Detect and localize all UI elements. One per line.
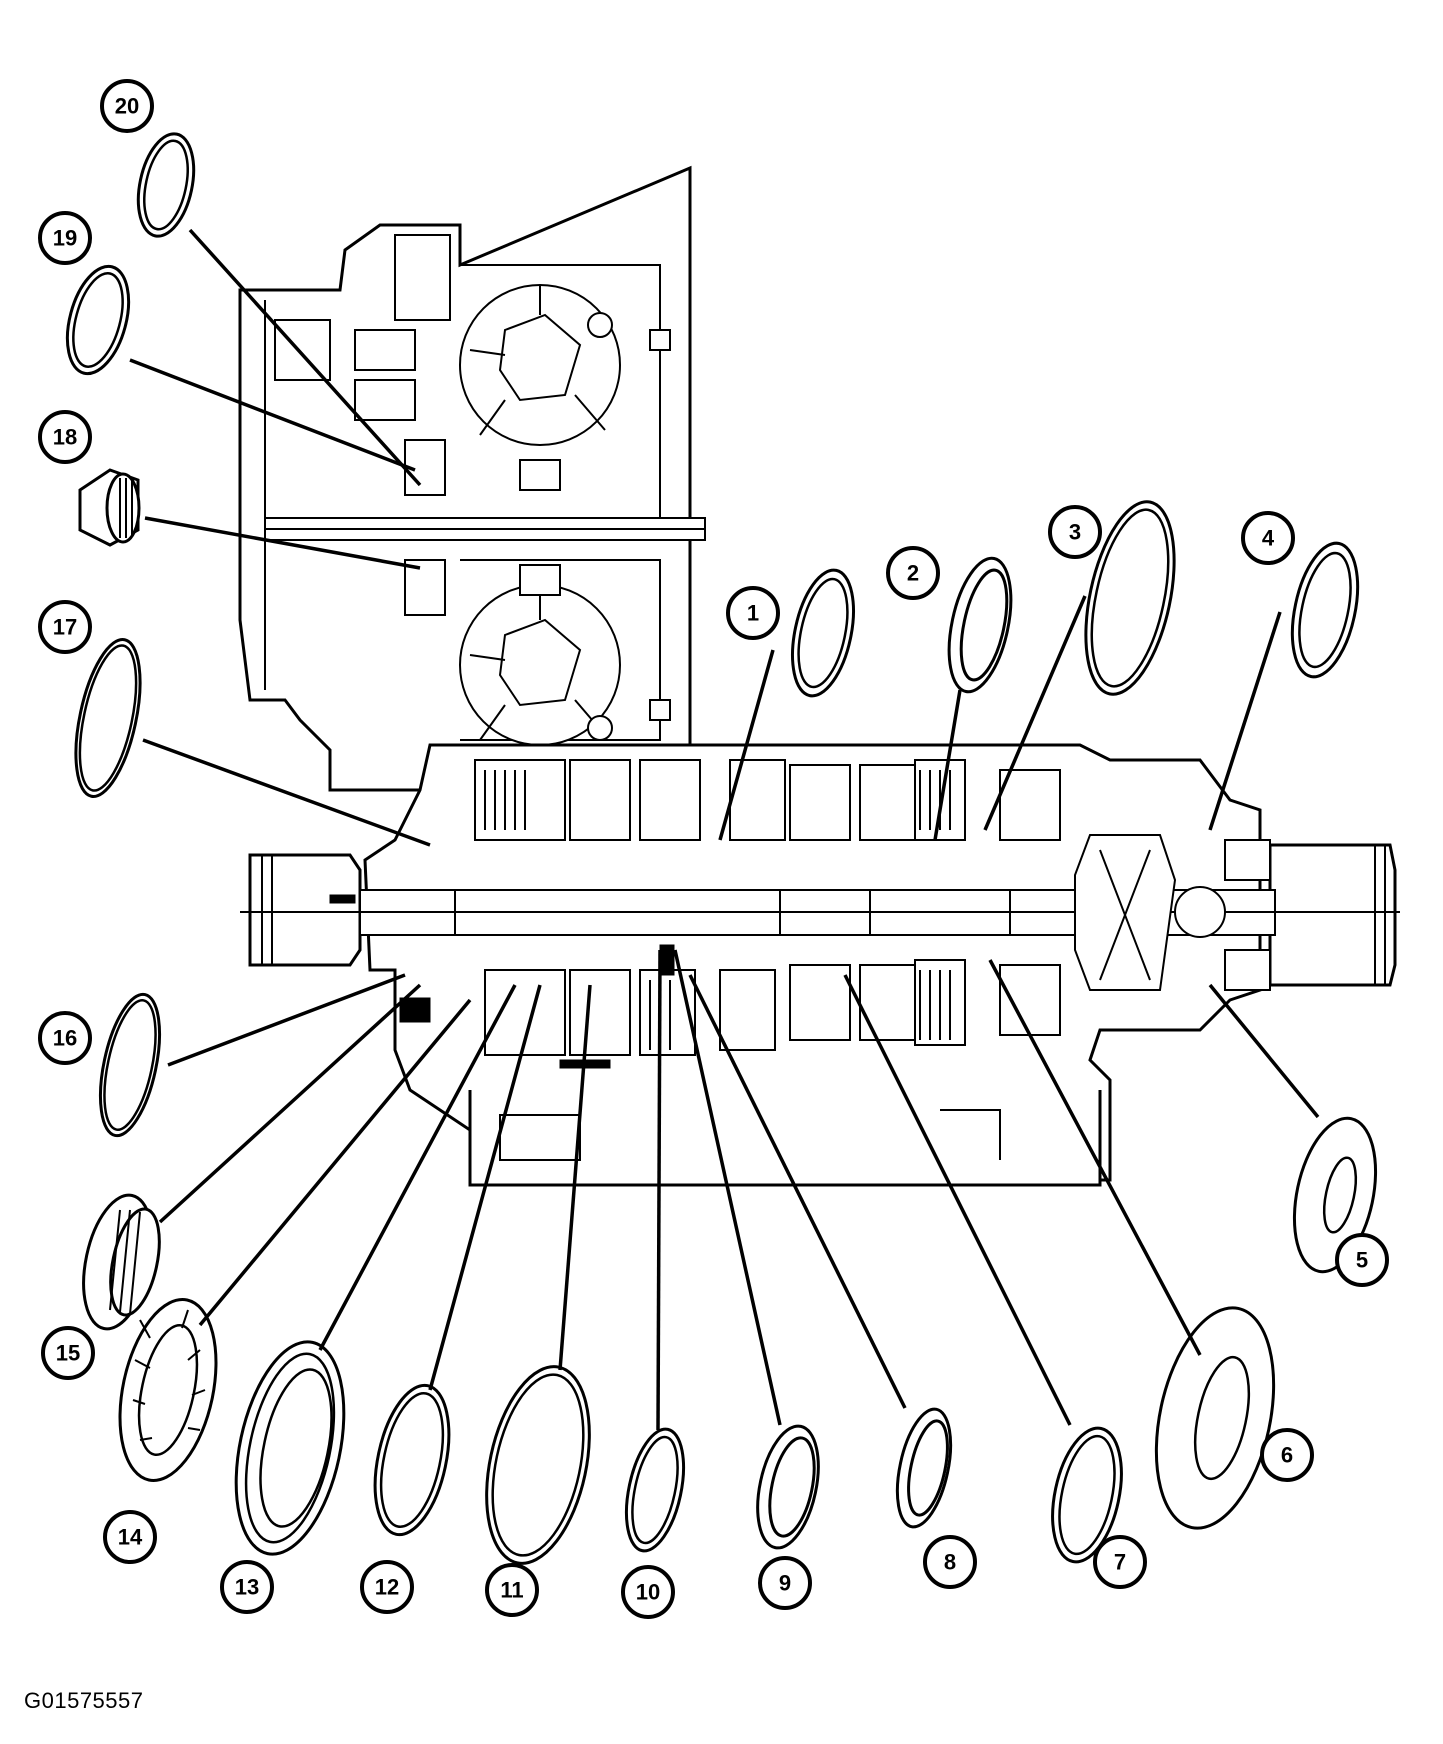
leader-8 bbox=[688, 974, 907, 1409]
callout-9: 9 bbox=[758, 1556, 812, 1610]
part-7-thrust-washer bbox=[1051, 1426, 1123, 1564]
svg-text:10: 10 bbox=[636, 1580, 660, 1605]
callout-1: 1 bbox=[726, 586, 780, 640]
callout-19: 19 bbox=[38, 211, 92, 265]
svg-text:8: 8 bbox=[944, 1550, 956, 1575]
part-15-needle-bearing bbox=[82, 1193, 161, 1331]
callout-3: 3 bbox=[1048, 505, 1102, 559]
svg-text:17: 17 bbox=[53, 615, 77, 640]
leader-4 bbox=[1208, 611, 1282, 831]
leader-17 bbox=[142, 738, 431, 847]
callout-15: 15 bbox=[41, 1326, 95, 1380]
svg-text:15: 15 bbox=[56, 1341, 80, 1366]
part-4-seal bbox=[1290, 541, 1360, 679]
svg-text:6: 6 bbox=[1281, 1443, 1293, 1468]
svg-text:5: 5 bbox=[1356, 1248, 1368, 1273]
part-20-thrust-washer bbox=[136, 132, 196, 238]
leader-13 bbox=[318, 984, 517, 1351]
leader-2 bbox=[933, 689, 962, 841]
svg-text:11: 11 bbox=[500, 1578, 523, 1603]
svg-text:1: 1 bbox=[747, 601, 759, 626]
svg-text:2: 2 bbox=[907, 561, 919, 586]
part-14-thrust-bearing bbox=[118, 1298, 218, 1482]
svg-text:16: 16 bbox=[53, 1026, 77, 1051]
leader-3 bbox=[983, 595, 1087, 831]
svg-text:13: 13 bbox=[235, 1575, 259, 1600]
part-12-thrust-washer bbox=[373, 1383, 451, 1537]
callout-13: 13 bbox=[220, 1560, 274, 1614]
callout-20: 20 bbox=[100, 79, 154, 133]
callout-7: 7 bbox=[1093, 1535, 1147, 1589]
exploded-parts bbox=[65, 132, 1378, 1565]
leader-14 bbox=[198, 998, 472, 1327]
part-1-thrust-washer bbox=[791, 568, 855, 698]
leader-6 bbox=[988, 959, 1202, 1356]
part-6-thrust-washer bbox=[1154, 1306, 1276, 1530]
leader-15 bbox=[158, 983, 422, 1224]
part-19-seal-ring bbox=[65, 264, 131, 376]
callout-12: 12 bbox=[360, 1560, 414, 1614]
leader-1 bbox=[718, 649, 775, 841]
svg-text:9: 9 bbox=[779, 1571, 791, 1596]
svg-text:3: 3 bbox=[1069, 520, 1081, 545]
leader-10 bbox=[656, 949, 662, 1431]
svg-text:14: 14 bbox=[118, 1525, 143, 1550]
part-5-shim bbox=[1292, 1116, 1378, 1274]
leader-20 bbox=[188, 228, 422, 487]
leader-9 bbox=[673, 949, 782, 1426]
callout-5: 5 bbox=[1335, 1233, 1389, 1287]
leader-lines bbox=[129, 228, 1320, 1431]
callout-18: 18 bbox=[38, 410, 92, 464]
callout-16: 16 bbox=[38, 1011, 92, 1065]
callout-2: 2 bbox=[886, 546, 940, 600]
part-17-snap-ring bbox=[74, 638, 142, 798]
svg-text:4: 4 bbox=[1262, 526, 1275, 551]
svg-text:12: 12 bbox=[375, 1575, 399, 1600]
callouts: 20 19 18 17 16 15 14 13 12 11 10 9 8 7 6… bbox=[38, 79, 1389, 1619]
callout-6: 6 bbox=[1260, 1428, 1314, 1482]
leader-19 bbox=[129, 358, 416, 472]
part-3-thrust-washer bbox=[1084, 500, 1176, 696]
leader-12 bbox=[428, 984, 542, 1391]
part-2-thrust-bearing bbox=[947, 556, 1013, 694]
svg-text:18: 18 bbox=[53, 425, 77, 450]
transmission-housing bbox=[238, 165, 1400, 1187]
callout-4: 4 bbox=[1241, 511, 1295, 565]
part-11-snap-ring bbox=[485, 1365, 591, 1565]
svg-text:7: 7 bbox=[1114, 1550, 1126, 1575]
figure-id: G01575557 bbox=[24, 1688, 144, 1713]
callout-8: 8 bbox=[923, 1535, 977, 1589]
leader-18 bbox=[144, 516, 421, 570]
clutch-packs-upper bbox=[474, 759, 1061, 841]
leader-5 bbox=[1208, 983, 1320, 1119]
callout-10: 10 bbox=[621, 1565, 675, 1619]
svg-text:20: 20 bbox=[115, 94, 139, 119]
callout-17: 17 bbox=[38, 600, 92, 654]
part-18-needle-bearing bbox=[78, 468, 141, 547]
svg-text:19: 19 bbox=[53, 226, 77, 251]
callout-11: 11 bbox=[485, 1563, 539, 1617]
part-8-thrust-bearing bbox=[895, 1407, 953, 1529]
part-13-thrust-bearing bbox=[234, 1340, 346, 1556]
leader-7 bbox=[843, 974, 1072, 1426]
leader-16 bbox=[167, 973, 406, 1067]
part-9-thrust-bearing bbox=[756, 1424, 820, 1550]
part-16-snap-ring bbox=[98, 992, 162, 1138]
callout-14: 14 bbox=[103, 1510, 157, 1564]
leader-11 bbox=[558, 984, 592, 1371]
part-10-thrust-washer bbox=[624, 1427, 686, 1553]
